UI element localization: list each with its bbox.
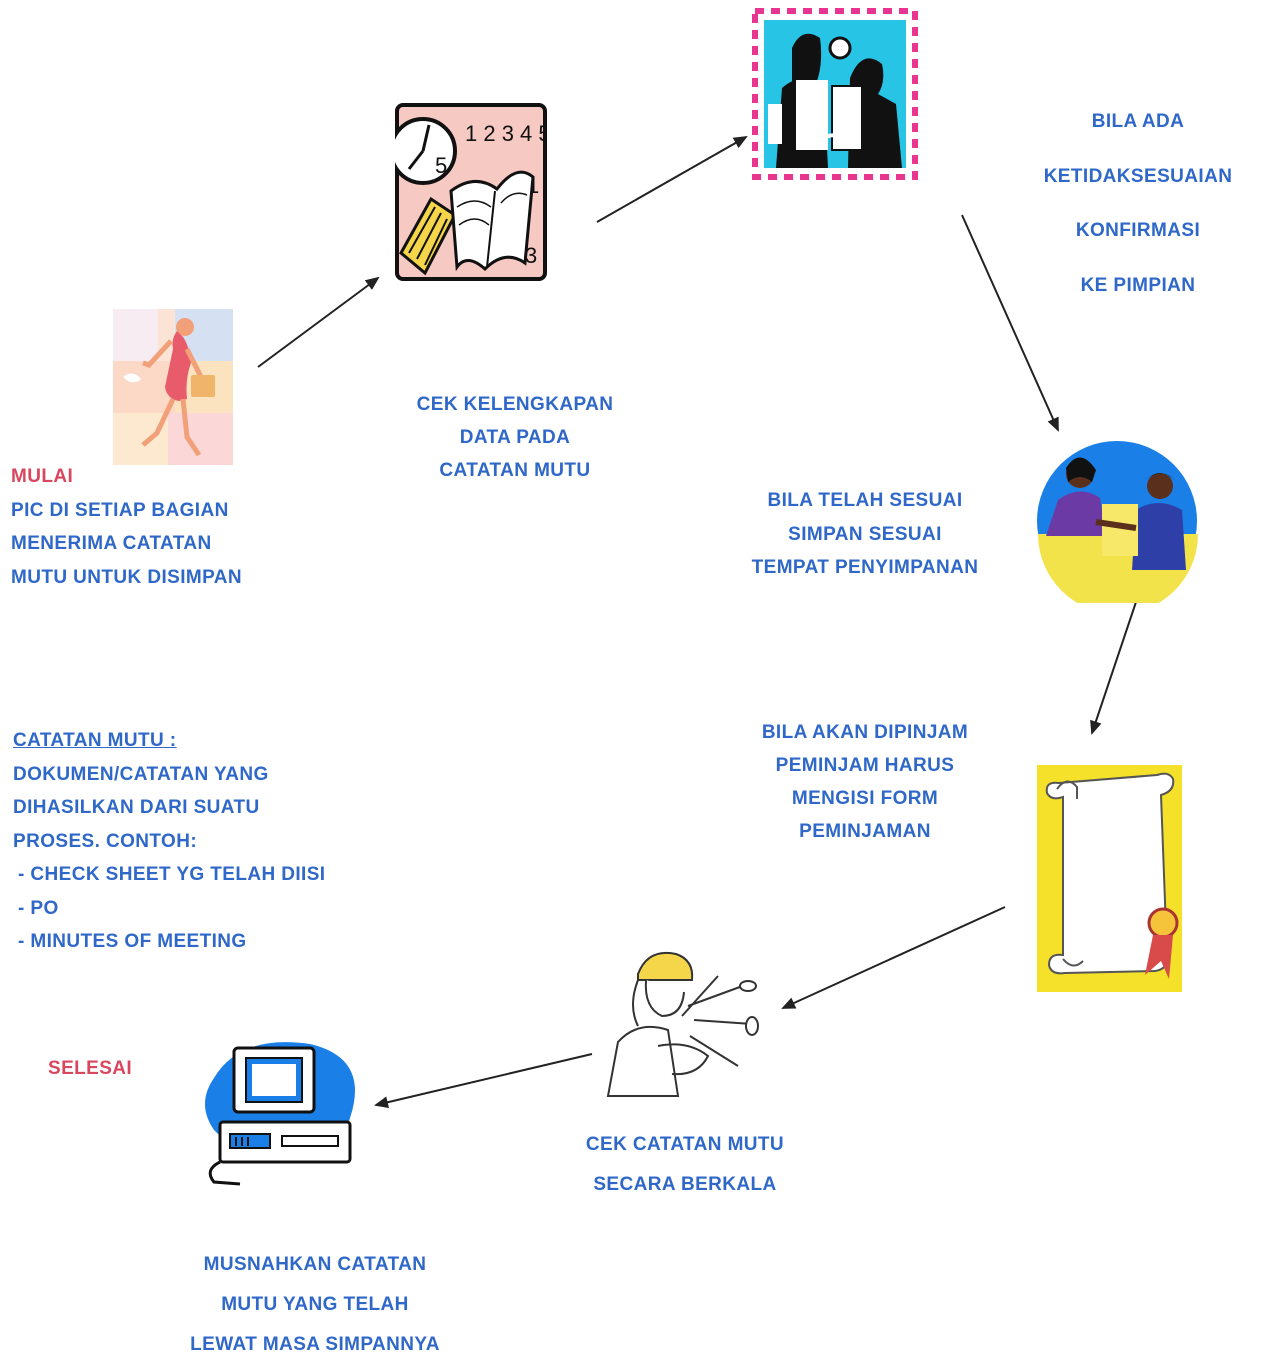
borrow-line: PEMINJAM HARUS [775, 755, 955, 776]
definition-line: DOKUMEN/CATATAN YANG [13, 763, 269, 785]
start-label: MULAI [11, 466, 74, 487]
nonconformity-line: KONFIRMASI [1075, 220, 1201, 241]
clock-calendar-book-icon: 1 2 3 4 5 5 1 3 [395, 103, 547, 281]
svg-text:1 2 3 4 5: 1 2 3 4 5 [465, 121, 547, 146]
borrow-line: BILA AKAN DIPINJAM [761, 722, 969, 743]
start-line: PIC DI SETIAP BAGIAN [11, 499, 229, 521]
definition-item: - MINUTES OF MEETING [18, 931, 247, 952]
check-data-line: CATATAN MUTU [439, 460, 591, 481]
svg-text:3: 3 [525, 243, 537, 268]
start-line: MENERIMA CATATAN [11, 533, 212, 554]
destroy-line: MUTU YANG TELAH [221, 1294, 409, 1315]
nonconformity-line: KETIDAKSESUAIAN [1043, 165, 1233, 187]
definition-line: PROSES. CONTOH: [13, 830, 198, 852]
destroy-line: LEWAT MASA SIMPANNYA [190, 1334, 440, 1355]
periodic-check-step: CEK CATATAN MUTU SECARA BERKALA [540, 1125, 830, 1205]
check-data-step: CEK KELENGKAPAN DATA PADA CATATAN MUTU [355, 388, 675, 487]
arrow-scroll-to-engineer [781, 906, 1006, 1009]
periodic-check-line: CEK CATATAN MUTU [585, 1134, 785, 1155]
destroy-step: MUSNAHKAN CATATAN MUTU YANG TELAH LEWAT … [150, 1245, 480, 1365]
definition-item: - CHECK SHEET YG TELAH DIISI [18, 864, 326, 885]
start-line: MUTU UNTUK DISIMPAN [11, 566, 243, 588]
conform-line: TEMPAT PENYIMPANAN [751, 557, 979, 578]
borrow-step: BILA AKAN DIPINJAM PEMINJAM HARUS MENGIS… [725, 716, 1005, 848]
arrow-engineer-to-computer [374, 1053, 593, 1109]
handshake-icon [1037, 441, 1198, 603]
destroy-line: MUSNAHKAN CATATAN [203, 1254, 427, 1275]
arrow-handshake-to-scroll [1090, 601, 1137, 735]
conform-line: BILA TELAH SESUAI [767, 490, 963, 511]
periodic-check-line: SECARA BERKALA [593, 1174, 777, 1195]
definition-heading: CATATAN MUTU : [13, 730, 177, 751]
borrow-line: PEMINJAMAN [799, 821, 931, 842]
arrow-meeting-to-handshake [961, 214, 1059, 432]
computer-icon [205, 1042, 355, 1186]
arrow-check-to-meeting [596, 136, 748, 223]
borrow-line: MENGISI FORM [791, 788, 939, 809]
svg-text:5: 5 [435, 153, 447, 178]
nonconformity-line: KE PIMPIAN [1080, 274, 1196, 296]
finish-label: SELESAI [48, 1058, 133, 1079]
check-data-line: CEK KELENGKAPAN [416, 394, 614, 415]
engineer-icon [606, 952, 759, 1097]
definition-line: DIHASILKAN DARI SUATU [13, 797, 260, 818]
nonconformity-line: BILA ADA [1091, 111, 1185, 132]
check-data-line: DATA PADA [459, 427, 571, 448]
start-step: MULAI PIC DI SETIAP BAGIAN MENERIMA CATA… [11, 460, 242, 594]
nonconformity-step: BILA ADA KETIDAKSESUAIAN KONFIRMASI KE P… [1020, 95, 1256, 313]
scroll-certificate-icon [1037, 765, 1182, 992]
arrow-start-to-check [257, 276, 380, 368]
conform-line: SIMPAN SESUAI [788, 523, 942, 545]
definition-note: CATATAN MUTU : DOKUMEN/CATATAN YANG DIHA… [13, 724, 326, 959]
conform-step: BILA TELAH SESUAI SIMPAN SESUAI TEMPAT P… [720, 484, 1010, 585]
definition-item: - PO [18, 897, 59, 919]
meeting-icon [752, 8, 918, 180]
woman-walking-icon [113, 309, 233, 465]
